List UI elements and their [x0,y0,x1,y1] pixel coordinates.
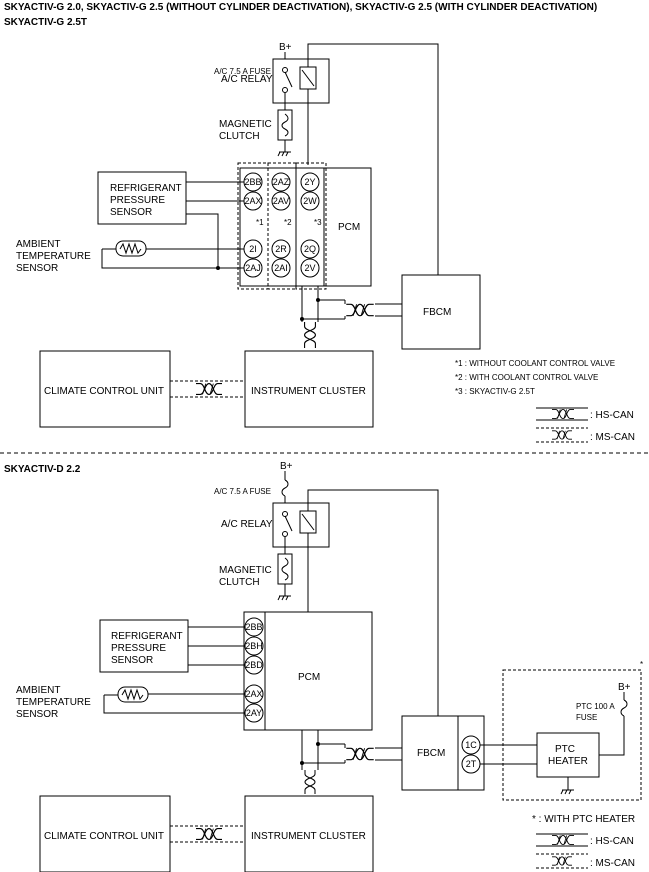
top-refrigerant-sensor [97,171,187,225]
bottom-pin: 2BB [245,622,262,632]
top-ats-label-2: TEMPERATURE [16,251,91,262]
subtitle-gasoline: SKYACTIV-G 2.5T [4,17,87,28]
title-diesel: SKYACTIV-D 2.2 [4,464,81,475]
ptc-bplus-label: B+ [618,682,631,693]
ptc-label-2: HEATER [548,756,588,767]
top-clutch-label-1: MAGNETIC [219,119,272,130]
bottom-ccu-label: CLIMATE CONTROL UNIT [44,831,164,842]
legend-hs-can-symbol [552,408,574,420]
top-ats-label-1: AMBIENT [16,239,60,250]
top-bplus-label: B+ [279,42,292,53]
bottom-ic-label: INSTRUMENT CLUSTER [251,831,366,842]
top-pin: 2AI [274,263,288,273]
top-pin: 2Q [304,244,316,254]
top-diagram: B+ A/C 7.5 A FUSE A/C RELAY [16,42,635,443]
top-relay-label: A/C RELAY [221,74,273,85]
top-mark-1: *1 [256,218,264,227]
top-pcm-label: PCM [338,222,360,233]
top-pin: 2AX [244,196,261,206]
top-pin: 2I [249,244,257,254]
ptc-label-1: PTC [555,744,575,755]
bottom-diagram: B+ A/C 7.5 A FUSE A/C RELAY MAGNETIC CLU… [16,461,643,872]
top-fbcm [401,274,481,350]
title-gasoline: SKYACTIV-G 2.0, SKYACTIV-G 2.5 (WITHOUT … [4,2,597,13]
bottom-star-mark: * [640,660,643,669]
top-pin: 2Y [304,177,315,187]
bottom-fbcm-pin: 2T [466,759,477,769]
bottom-fbcm-label: FBCM [417,748,445,759]
ptc-heater [536,732,600,778]
bottom-bplus-label: B+ [280,461,293,472]
top-legend-hs: : HS-CAN [590,410,634,421]
top-ccu-label: CLIMATE CONTROL UNIT [44,386,164,397]
bottom-climate-control-unit [39,795,171,872]
legend-ms-can-symbol [552,430,572,440]
top-instrument-cluster [244,350,374,428]
top-fbcm-label: FBCM [423,307,451,318]
top-note-3: *3 : SKYACTIV-G 2.5T [455,387,535,396]
top-ic-label: INSTRUMENT CLUSTER [251,386,366,397]
top-pin: 2AJ [245,263,261,273]
bottom-pin: 2AY [246,708,262,718]
top-legend-ms: : MS-CAN [590,432,635,443]
top-note-1: *1 : WITHOUT COOLANT CONTROL VALVE [455,359,615,368]
top-pin: 2W [303,196,317,206]
bottom-clutch-label-1: MAGNETIC [219,565,272,576]
bottom-rps-label-2: PRESSURE [111,643,166,654]
bottom-relay-label: A/C RELAY [221,519,273,530]
bottom-rps-label-1: REFRIGERANT [111,631,183,642]
bottom-clutch-label-2: CLUTCH [219,577,260,588]
bottom-fuse-label: A/C 7.5 A FUSE [214,487,271,496]
bottom-fbcm-pin: 1C [465,740,477,750]
top-ats-label-3: SENSOR [16,263,58,274]
bottom-ats-label-2: TEMPERATURE [16,697,91,708]
top-rps-label-3: SENSOR [110,207,152,218]
top-pin: 2AZ [273,177,290,187]
bottom-legend-ms: : MS-CAN [590,858,635,869]
ptc-fuse-label-2: FUSE [576,713,597,722]
bottom-pcm-label: PCM [298,672,320,683]
top-fuse-label: A/C 7.5 A FUSE [214,67,271,76]
top-rps-label-1: REFRIGERANT [110,183,182,194]
bottom-pin: 2BD [245,660,263,670]
bottom-pin: 2AX [245,689,262,699]
bottom-instrument-cluster [244,795,374,872]
top-note-2: *2 : WITH COOLANT CONTROL VALVE [455,373,598,382]
bottom-ats-label-1: AMBIENT [16,685,60,696]
bottom-rps-label-3: SENSOR [111,655,153,666]
bottom-ats-label-3: SENSOR [16,709,58,720]
bottom-refrigerant-sensor [99,619,189,673]
ptc-heater-option-box [502,669,642,801]
top-pin: 2BB [244,177,261,187]
top-pin: 2V [304,263,315,273]
bottom-note: * : WITH PTC HEATER [532,814,635,825]
top-climate-control-unit [39,350,171,428]
top-clutch-label-2: CLUTCH [219,131,260,142]
bottom-legend-hs: : HS-CAN [590,836,634,847]
top-pin: 2R [275,244,287,254]
top-pin: 2AV [273,196,289,206]
top-mark-2: *2 [284,218,292,227]
ptc-fuse-label-1: PTC 100 A [576,702,615,711]
bottom-pin: 2BH [245,641,263,651]
top-rps-label-2: PRESSURE [110,195,165,206]
top-mark-3: *3 [314,218,322,227]
